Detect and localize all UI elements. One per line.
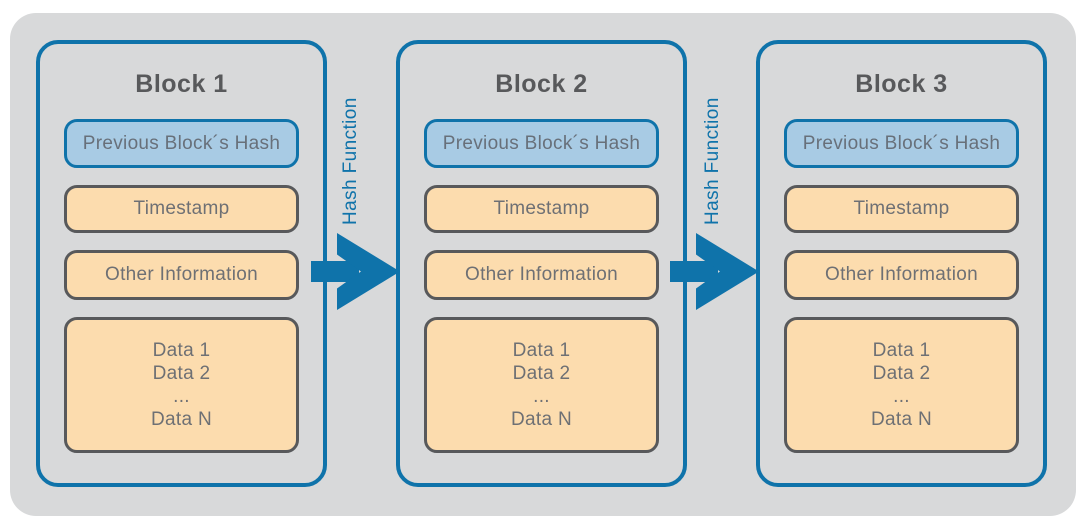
data-line: Data 1	[152, 340, 211, 361]
block-3-title: Block 3	[855, 70, 948, 98]
block-2-timestamp-box: Timestamp	[424, 185, 659, 233]
block-1-timestamp-box: Timestamp	[64, 185, 299, 233]
block-2-other-information-box: Other Information	[424, 250, 659, 300]
block-2-data-box: Data 1 Data 2 ... Data N	[424, 317, 659, 453]
block-3-data-box: Data 1 Data 2 ... Data N	[784, 317, 1019, 453]
hash-function-arrow-icon	[311, 233, 400, 310]
data-line-ellipsis: ...	[173, 386, 190, 407]
block-1: Block 1 Previous Block´s Hash Timestamp …	[36, 40, 327, 487]
block-1-title: Block 1	[135, 70, 228, 98]
block-3: Block 3 Previous Block´s Hash Timestamp …	[756, 40, 1047, 487]
hash-function-arrow-icon	[670, 233, 759, 310]
data-line: Data N	[151, 409, 212, 430]
data-line: Data 1	[872, 340, 931, 361]
block-3-timestamp-box: Timestamp	[784, 185, 1019, 233]
data-line: Data 1	[512, 340, 571, 361]
hash-function-label-1: Hash Function	[340, 97, 361, 225]
data-line-ellipsis: ...	[533, 386, 550, 407]
block-2-previous-hash-box: Previous Block´s Hash	[424, 119, 659, 168]
data-line: Data 2	[872, 363, 931, 384]
block-3-other-information-box: Other Information	[784, 250, 1019, 300]
block-1-other-information-box: Other Information	[64, 250, 299, 300]
block-2: Block 2 Previous Block´s Hash Timestamp …	[396, 40, 687, 487]
hash-function-label-2: Hash Function	[702, 97, 723, 225]
block-2-title: Block 2	[495, 70, 588, 98]
data-line-ellipsis: ...	[893, 386, 910, 407]
data-line: Data 2	[152, 363, 211, 384]
data-line: Data N	[511, 409, 572, 430]
data-line: Data N	[871, 409, 932, 430]
block-3-previous-hash-box: Previous Block´s Hash	[784, 119, 1019, 168]
data-line: Data 2	[512, 363, 571, 384]
block-1-previous-hash-box: Previous Block´s Hash	[64, 119, 299, 168]
block-1-data-box: Data 1 Data 2 ... Data N	[64, 317, 299, 453]
